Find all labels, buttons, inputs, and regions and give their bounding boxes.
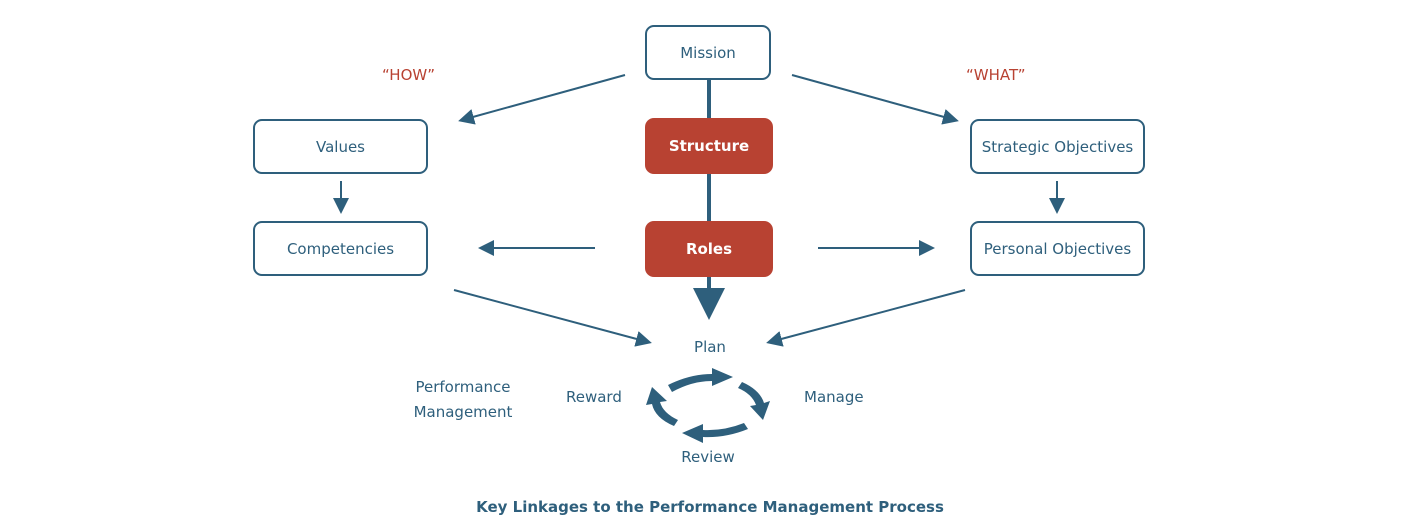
performance-management-label: Performance Management <box>405 375 521 425</box>
mission-box: Mission <box>645 25 771 80</box>
cycle-plan-label: Plan <box>694 338 726 356</box>
competencies-box: Competencies <box>253 221 428 276</box>
structure-label: Structure <box>668 137 750 155</box>
roles-box: Roles <box>645 221 773 277</box>
mission-strategic-arrow <box>791 74 959 125</box>
diagram-caption: Key Linkages to the Performance Manageme… <box>476 498 944 516</box>
cycle-reward-label: Reward <box>566 388 622 406</box>
roles-label: Roles <box>685 240 733 258</box>
personal-objectives-label: Personal Objectives <box>983 239 1132 258</box>
personal-plan-arrow <box>766 289 966 347</box>
strategic-objectives-box: Strategic Objectives <box>970 119 1145 174</box>
cycle-arrows-icon <box>646 368 770 443</box>
cycle-arrow-top <box>668 368 733 392</box>
cycle-arrow-right <box>738 382 770 420</box>
competencies-label: Competencies <box>286 239 395 258</box>
mission-label: Mission <box>680 43 736 62</box>
competencies-plan-arrow <box>453 289 652 347</box>
how-label: “HOW” <box>382 66 435 84</box>
cycle-review-label: Review <box>681 448 735 466</box>
performance-management-line2: Management <box>413 403 513 421</box>
strategic-objectives-label: Strategic Objectives <box>981 137 1134 156</box>
what-label: “WHAT” <box>966 66 1026 84</box>
performance-management-line1: Performance <box>415 378 511 396</box>
personal-objectives-box: Personal Objectives <box>970 221 1145 276</box>
cycle-arrow-left <box>646 387 678 426</box>
structure-box: Structure <box>645 118 773 174</box>
cycle-arrow-bottom <box>682 423 748 443</box>
mission-values-arrow <box>458 74 626 125</box>
values-label: Values <box>315 137 365 156</box>
values-box: Values <box>253 119 428 174</box>
cycle-manage-label: Manage <box>804 388 864 406</box>
